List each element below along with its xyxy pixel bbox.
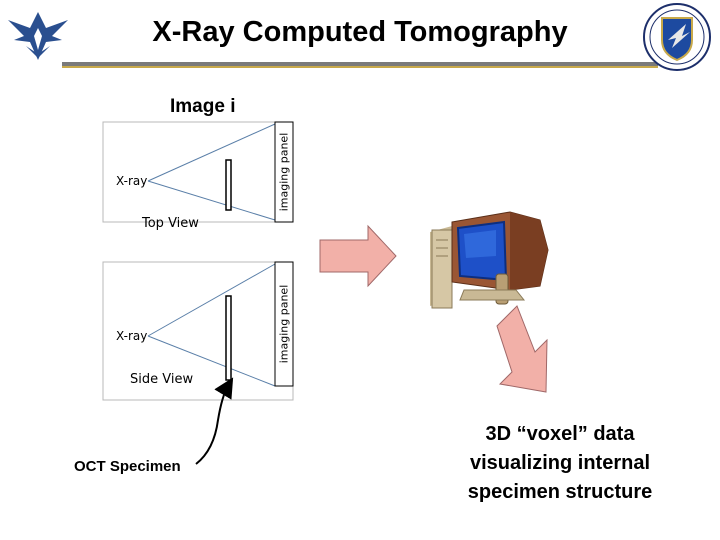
top-view-label: Top View xyxy=(142,216,199,231)
right-arrow-icon xyxy=(319,224,397,288)
image-label: Image i xyxy=(170,96,236,117)
top-view-xray-label: X-ray xyxy=(116,174,148,188)
title-divider-accent xyxy=(62,66,658,68)
specimen-pointer-arrow xyxy=(195,377,234,465)
afrl-shield-icon xyxy=(643,3,711,71)
side-view-label: Side View xyxy=(130,372,194,387)
output-caption: 3D “voxel” data visualizing internal spe… xyxy=(467,423,653,503)
top-view-beam-lower xyxy=(147,180,276,221)
side-view-panel-label: imaging panel xyxy=(277,284,291,364)
top-view-specimen xyxy=(225,159,232,211)
top-view-imaging-panel xyxy=(274,121,294,223)
top-view-frame xyxy=(102,121,294,223)
side-view-specimen xyxy=(225,295,232,381)
air-force-wings-icon xyxy=(8,12,68,60)
title-divider xyxy=(62,62,658,66)
page-title: X-Ray Computed Tomography xyxy=(152,16,568,48)
down-right-arrow-icon xyxy=(496,305,548,393)
side-view-imaging-panel xyxy=(274,261,294,387)
afrl-logo xyxy=(642,2,712,72)
side-view-beam-lower xyxy=(147,335,276,387)
desktop-computer-icon xyxy=(430,211,549,309)
top-view-panel-label: imaging panel xyxy=(277,132,291,212)
side-view-beam-upper xyxy=(147,263,276,337)
top-view-beam-upper xyxy=(147,123,276,182)
side-view-xray-label: X-ray xyxy=(116,329,148,343)
air-force-logo xyxy=(6,6,70,66)
specimen-label: OCT Specimen xyxy=(74,458,181,475)
